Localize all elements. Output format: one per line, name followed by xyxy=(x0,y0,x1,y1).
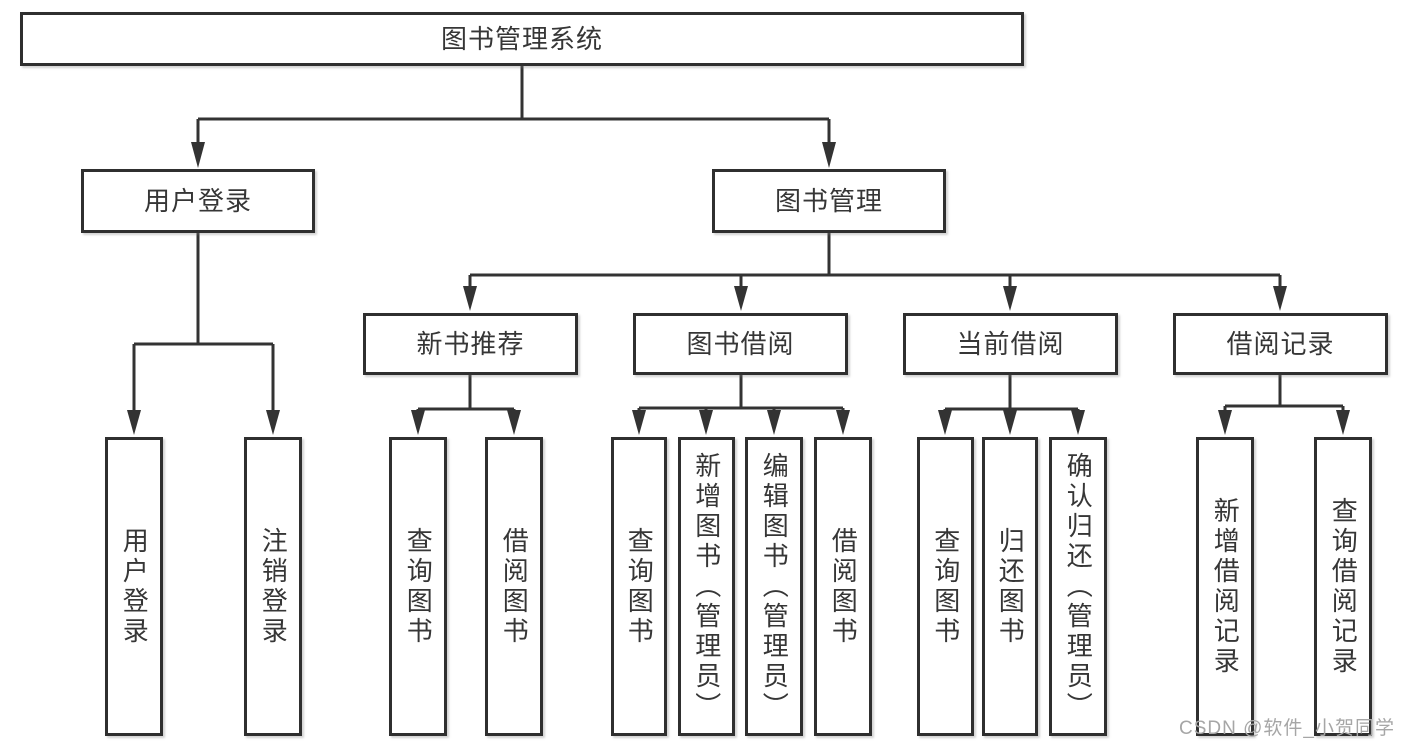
node-label: 新增借阅记录 xyxy=(1210,496,1241,677)
leaf-edit-books-admin: 编辑图书（管理员） xyxy=(745,437,803,736)
node-label: 归还图书 xyxy=(995,526,1026,647)
node-new-book-recommendation: 新书推荐 xyxy=(363,313,578,375)
connector-newrec-to-leaves xyxy=(416,375,516,412)
node-label: 借阅记录 xyxy=(1226,328,1335,359)
node-label: 图书管理 xyxy=(774,185,883,216)
node-label: 查询借阅记录 xyxy=(1328,496,1359,677)
node-label: 注销登录 xyxy=(258,526,289,647)
node-current-borrowing: 当前借阅 xyxy=(903,313,1118,375)
leaf-query-books-current: 查询图书 xyxy=(917,437,974,736)
node-label: 新增图书（管理员） xyxy=(691,451,722,722)
node-label: 新书推荐 xyxy=(416,328,525,359)
node-label: 查询图书 xyxy=(624,526,655,647)
node-label: 用户登录 xyxy=(119,526,150,647)
connector-bookmgmt-to-level3 xyxy=(468,233,1282,288)
leaf-query-borrow-record: 查询借阅记录 xyxy=(1314,437,1372,736)
node-label: 查询图书 xyxy=(930,526,961,647)
node-label: 当前借阅 xyxy=(956,328,1065,359)
csdn-watermark: CSDN @软件_小贺同学 xyxy=(1179,718,1395,739)
leaf-logout: 注销登录 xyxy=(244,437,302,736)
node-borrowing-records: 借阅记录 xyxy=(1173,313,1388,375)
node-book-borrowing: 图书借阅 xyxy=(633,313,848,375)
leaf-borrow-books-recommend: 借阅图书 xyxy=(485,437,543,736)
node-book-management: 图书管理 xyxy=(712,169,946,233)
connector-root-to-level2 xyxy=(196,66,831,144)
node-label: 用户登录 xyxy=(143,185,252,216)
leaf-return-books: 归还图书 xyxy=(982,437,1038,736)
connector-bookborrow-to-leaves xyxy=(637,375,845,412)
connector-records-to-leaves xyxy=(1223,375,1345,412)
connector-currentborrow-to-leaves xyxy=(943,375,1080,412)
node-label: 图书借阅 xyxy=(686,328,795,359)
node-label: 借阅图书 xyxy=(828,526,859,647)
node-label: 编辑图书（管理员） xyxy=(759,451,790,722)
node-user-login-group: 用户登录 xyxy=(81,169,315,233)
leaf-add-borrow-record: 新增借阅记录 xyxy=(1196,437,1254,736)
leaf-borrow-books-borrowing: 借阅图书 xyxy=(814,437,872,736)
leaf-user-login: 用户登录 xyxy=(105,437,163,736)
leaf-add-books-admin: 新增图书（管理员） xyxy=(678,437,735,736)
node-label: 查询图书 xyxy=(403,526,434,647)
node-label: 图书管理系统 xyxy=(440,23,603,54)
leaf-query-books-borrowing: 查询图书 xyxy=(611,437,667,736)
leaf-query-books-recommend: 查询图书 xyxy=(389,437,447,736)
node-label: 确认归还（管理员） xyxy=(1063,451,1094,722)
node-library-management-system: 图书管理系统 xyxy=(20,12,1024,66)
leaf-confirm-return-admin: 确认归还（管理员） xyxy=(1049,437,1107,736)
node-label: 借阅图书 xyxy=(499,526,530,647)
connector-userlogin-to-leaves xyxy=(132,233,275,412)
